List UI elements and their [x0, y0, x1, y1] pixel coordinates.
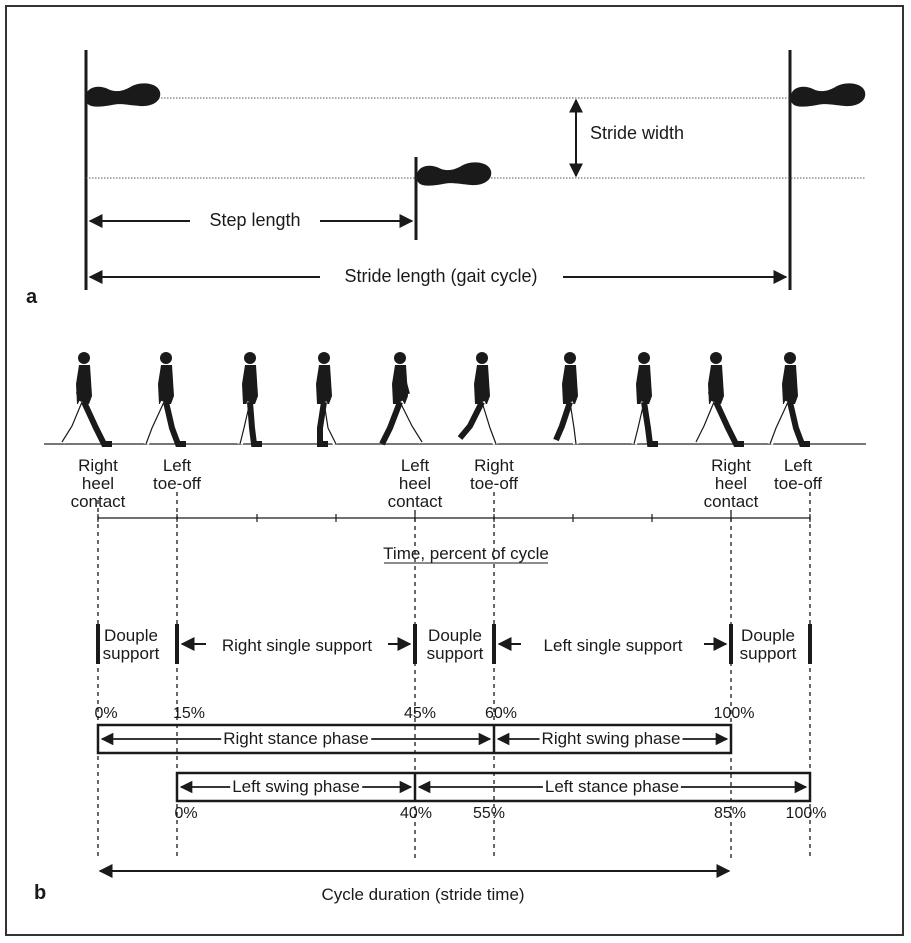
walker-figure-6: [457, 352, 499, 446]
left-percent-85: 85%: [713, 805, 747, 822]
right-percent-15: 15%: [172, 705, 206, 722]
walker-figure-10: [767, 352, 810, 447]
stride-length-label: Stride length (gait cycle): [344, 266, 538, 286]
walker-figure-7: [553, 352, 579, 445]
right-stance-label: Right stance phase: [221, 729, 371, 748]
walking-figures: [44, 352, 866, 447]
right-percent-60: 60%: [484, 705, 518, 722]
footprint-right-2: [790, 83, 866, 107]
walker-figure-5: [379, 352, 425, 446]
left-single-support-label: Left single support: [543, 636, 683, 655]
left-percent-55: 55%: [472, 805, 506, 822]
footprint-left: [416, 162, 492, 186]
step-length-label: Step length: [209, 210, 301, 230]
walker-figure-3: [237, 352, 262, 447]
footprint-right-1: [85, 83, 161, 107]
right-leg-bar: [96, 723, 733, 755]
right-percent-100: 100%: [713, 705, 755, 722]
walker-figure-8: [631, 352, 658, 447]
walker-figure-1: [59, 352, 112, 447]
right-percent-45: 45%: [403, 705, 437, 722]
panel-b-label: b: [34, 882, 47, 904]
left-swing-label: Left swing phase: [230, 777, 362, 796]
cycle-duration-label: Cycle duration (stride time): [321, 885, 525, 904]
left-percent-0: 0%: [174, 805, 198, 822]
walker-figure-9: [693, 352, 744, 447]
figure-frame: [5, 5, 904, 936]
panel-a-drawing: [84, 50, 866, 290]
left-leg-bar: [175, 771, 812, 803]
right-swing-label: Right swing phase: [539, 729, 683, 748]
walker-figure-2: [143, 352, 186, 447]
right-percent-0: 0%: [94, 705, 118, 722]
left-percent-40: 40%: [399, 805, 433, 822]
left-percent-100: 100%: [785, 805, 827, 822]
support-phase-markers: [96, 624, 812, 664]
walker-figure-4: [316, 352, 339, 447]
timeline: [96, 492, 812, 878]
panel-a-label: a: [26, 286, 38, 308]
time-axis-title: Time, percent of cycle: [383, 544, 549, 563]
stride-width-label: Stride width: [590, 123, 685, 143]
left-stance-label: Left stance phase: [542, 777, 682, 796]
right-single-support-label: Right single support: [221, 636, 373, 655]
